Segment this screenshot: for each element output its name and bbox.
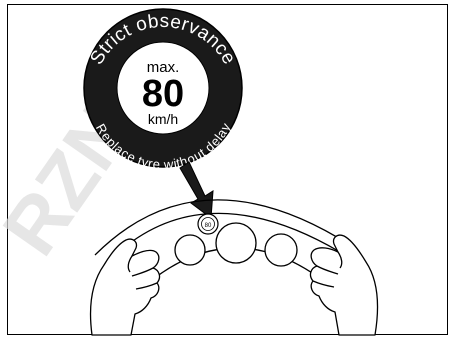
left-hand-icon: [91, 239, 160, 335]
speed-sticker: Strict observance Replace tyre without d…: [84, 9, 242, 172]
dash-sticker-value: 80: [205, 223, 212, 229]
sticker-unit: km/h: [148, 111, 178, 127]
dash-sticker: 80: [198, 214, 218, 234]
arrow-icon: [180, 162, 213, 218]
gauge-left: [175, 235, 205, 265]
gauge-right: [265, 234, 297, 266]
right-hand-icon: [310, 235, 377, 335]
sticker-speed-value: 80: [142, 73, 184, 115]
gauge-center: [216, 223, 256, 263]
